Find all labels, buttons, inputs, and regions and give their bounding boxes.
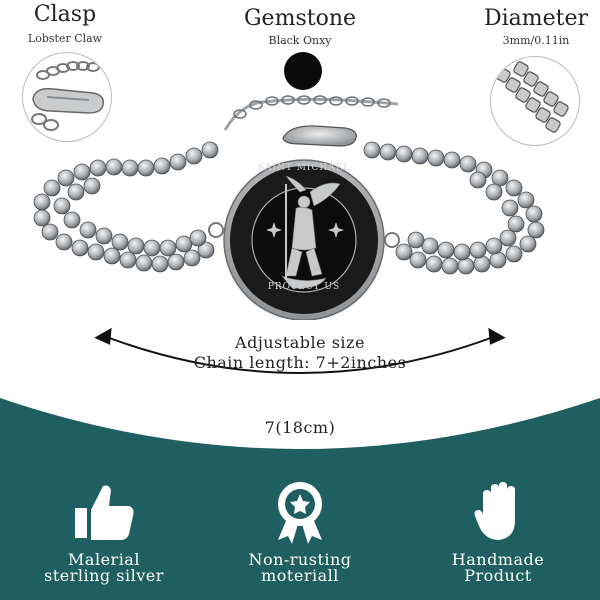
measure-text: 7(18cm) [264,418,336,437]
size-arc [94,327,506,374]
hand-icon [474,482,515,540]
feature-non-rusting-line1: Non-rusting [248,550,352,569]
feature-handmade-line1: Handmade [451,550,545,569]
diameter-title: Diameter [483,6,589,31]
chain-closeup-image [490,56,580,146]
diameter-subtitle: 3mm/0.11in [502,34,570,47]
feature-handmade: Handmade Product [418,480,578,584]
feature-non-rusting-line2: moteriall [261,566,339,585]
bracelet-image [33,95,545,320]
medallion-top-text: SAINT MICHAEL [257,163,351,173]
gemstone-title: Gemstone [243,6,357,31]
medallion-bottom-text: PROTECT US [267,282,341,292]
feature-material-line1: Malerial [68,550,140,569]
award-ribbon-icon [278,482,322,544]
chain-length-text: Chain length: 7+2inches [193,353,407,372]
clasp-closeup-image [22,52,112,142]
adjustable-size-text: Adjustable size [235,333,365,352]
clasp-title: Clasp [33,2,97,27]
feature-material-line2: sterling silver [44,566,164,585]
thumbs-up-icon [75,485,134,540]
gemstone-swatch [284,52,322,90]
gemstone-subtitle: Black Onxy [268,34,332,47]
feature-material: Malerial sterling silver [24,480,184,584]
feature-handmade-line2: Product [464,566,532,585]
clasp-subtitle: Lobster Claw [27,32,103,45]
feature-non-rusting: Non-rusting moteriall [220,480,380,584]
